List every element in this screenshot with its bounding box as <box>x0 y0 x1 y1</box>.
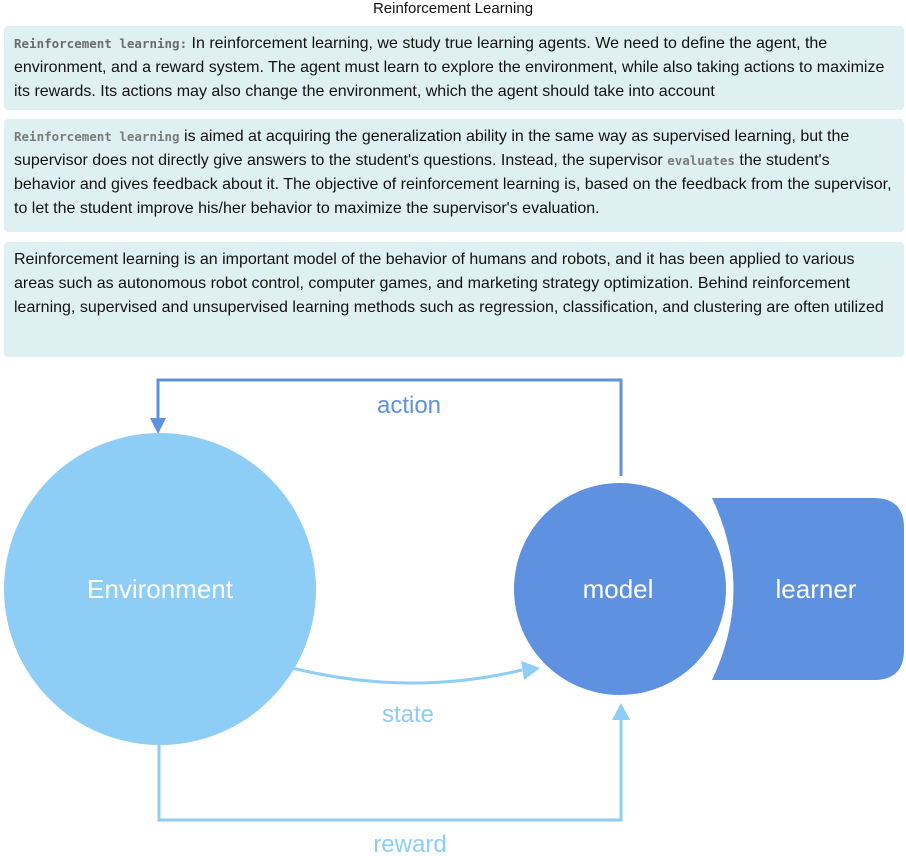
info-note-intro: Reinforcement learning: In reinforcement… <box>4 26 904 110</box>
state-arrowhead-icon <box>521 661 540 680</box>
inline-code-term: Reinforcement learning: <box>14 36 188 51</box>
reward-arrowhead-icon <box>612 703 630 720</box>
info-note-definition: Reinforcement learning is aimed at acqui… <box>4 119 904 232</box>
environment-label: Environment <box>87 574 234 604</box>
environment-node <box>4 433 316 745</box>
action-arrowhead-icon <box>150 418 166 434</box>
learner-label: learner <box>776 574 857 604</box>
action-label: action <box>377 392 441 419</box>
state-label: state <box>382 701 434 728</box>
action-edge: action <box>150 378 623 476</box>
inline-code-evaluates: evaluates <box>667 153 735 168</box>
inline-code-term: Reinforcement learning <box>14 129 180 144</box>
page-title: Reinforcement Learning <box>372 0 534 17</box>
note-text-after-code: the student's behavior and gives feedbac… <box>14 152 892 217</box>
info-note-applications: Reinforcement learning is an important m… <box>4 242 904 357</box>
action-edge-line <box>156 378 623 476</box>
note-text: In reinforcement learning, we study true… <box>14 35 885 100</box>
learner-shape <box>712 498 904 680</box>
state-edge: state <box>291 661 540 728</box>
state-edge-line <box>291 666 523 685</box>
reward-label: reward <box>373 831 446 856</box>
rl-cycle-diagram: action reward learner Environment model … <box>4 378 904 856</box>
reward-edge: reward <box>157 703 630 856</box>
note-text: Reinforcement learning is an important m… <box>14 251 884 316</box>
note-text-before-code: is aimed at acquiring the generalization… <box>14 128 850 169</box>
model-label: model <box>583 574 654 604</box>
model-node <box>514 483 726 695</box>
reward-edge-line <box>157 716 623 822</box>
